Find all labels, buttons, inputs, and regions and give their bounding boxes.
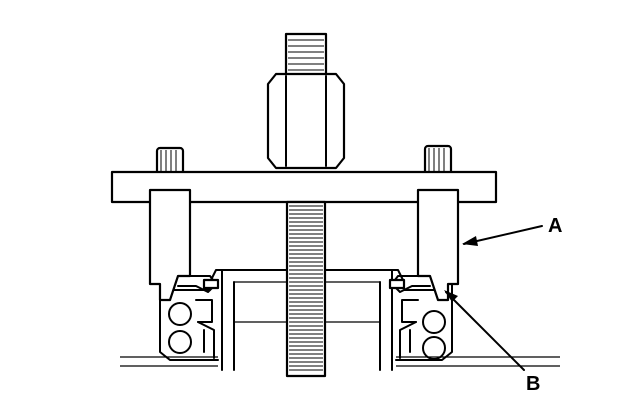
stud-right [423,144,453,176]
jaw-right [388,188,460,302]
hex-nut [266,72,346,170]
callout-b: B [444,290,540,395]
housing-lines [120,356,560,367]
callout-label-a: A [548,215,562,237]
callout-label-b: B [526,373,540,395]
stud-left [155,146,185,176]
jaw-left [148,188,220,302]
callout-a: A [462,215,562,246]
bearing-left [159,283,219,361]
screw-bottom [285,200,327,378]
screw-top [284,32,328,78]
